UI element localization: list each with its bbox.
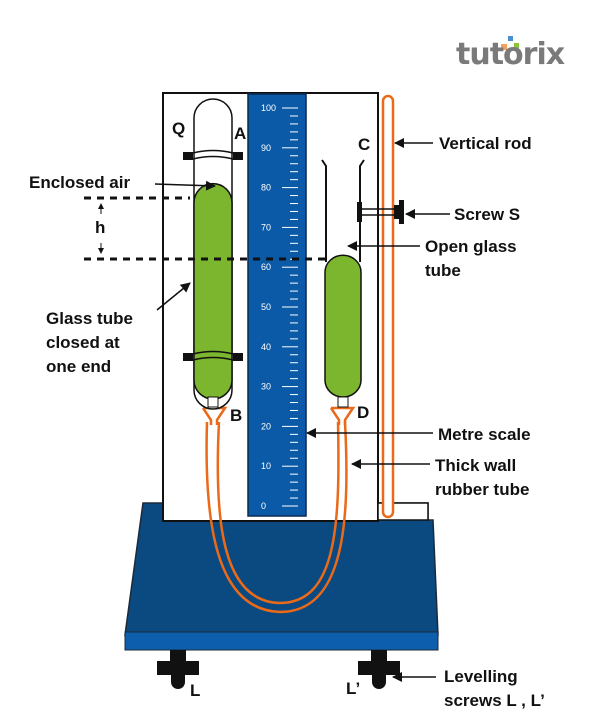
- label-glass-tube-line2: closed at: [46, 333, 120, 352]
- clamp-top: [183, 149, 243, 160]
- logo-square-blue: [508, 36, 513, 41]
- scale-tick-label: 70: [261, 222, 271, 232]
- base-platform: [124, 502, 439, 651]
- levelling-screw-l: [157, 650, 199, 689]
- label-rubber-tube-line2: rubber tube: [435, 480, 529, 499]
- scale-tick-label: 20: [261, 421, 271, 431]
- rubber-tube: [201, 406, 356, 614]
- logo-text: tutorix: [456, 37, 565, 72]
- scale-tick-label: 0: [261, 501, 266, 511]
- label-c: C: [358, 135, 370, 154]
- scale-tick-label: 90: [261, 143, 271, 153]
- open-tube-neck: [337, 396, 349, 408]
- scale-body: [247, 93, 307, 517]
- scale-tick-label: 80: [261, 183, 271, 193]
- scale-ticks: 0 10 20 30 40 50 60 70 80 90 100: [261, 103, 298, 511]
- scale-tick-label: 50: [261, 302, 271, 312]
- metre-scale: 0 10 20 30 40 50 60 70 80 90 100: [247, 93, 307, 517]
- label-q: Q: [172, 119, 185, 138]
- scale-tick-label: 10: [261, 461, 271, 471]
- scale-tick-label: 60: [261, 262, 271, 272]
- base-top: [124, 502, 439, 636]
- open-tube-mercury: [324, 254, 362, 398]
- vertical-rod: [381, 94, 395, 519]
- label-open-glass-line2: tube: [425, 261, 461, 280]
- label-glass-tube-line1: Glass tube: [46, 309, 133, 328]
- label-d: D: [357, 403, 369, 422]
- closed-glass-tube: [183, 98, 243, 410]
- open-tube-left-wall: [321, 159, 327, 262]
- label-vertical-rod: Vertical rod: [439, 134, 532, 153]
- label-levelling-line2: screws L , L’: [444, 691, 545, 710]
- label-glass-tube-line3: one end: [46, 357, 111, 376]
- enclosed-air-arrow: [154, 180, 216, 191]
- base-front: [124, 631, 439, 651]
- scale-tick-label: 30: [261, 382, 271, 392]
- open-glass-tube: [321, 159, 365, 408]
- open-tube-right-wall: [359, 159, 365, 262]
- label-l: L: [190, 681, 200, 700]
- scale-tick-label: 40: [261, 342, 271, 352]
- label-a: A: [234, 124, 246, 143]
- label-h: h: [95, 218, 105, 237]
- logo-square-green: [514, 43, 519, 48]
- label-open-glass-line1: Open glass: [425, 237, 517, 256]
- logo-square-orange: [501, 44, 507, 50]
- tutorix-logo: tutorix: [456, 36, 566, 72]
- label-l-prime: L’: [346, 679, 360, 698]
- levelling-screw-l-prime: [358, 650, 400, 689]
- label-levelling-line1: Levelling: [444, 667, 518, 686]
- glass-tube-arrow: [156, 282, 191, 311]
- label-enclosed-air: Enclosed air: [29, 173, 130, 192]
- clamp-bottom: [183, 350, 243, 361]
- label-metre-scale: Metre scale: [438, 425, 531, 444]
- closed-tube-neck: [207, 396, 219, 408]
- label-b: B: [230, 406, 242, 425]
- label-screw-s: Screw S: [454, 205, 520, 224]
- scale-tick-label: 100: [261, 103, 276, 113]
- label-rubber-tube-line1: Thick wall: [435, 456, 516, 475]
- closed-tube-mercury: [193, 182, 233, 400]
